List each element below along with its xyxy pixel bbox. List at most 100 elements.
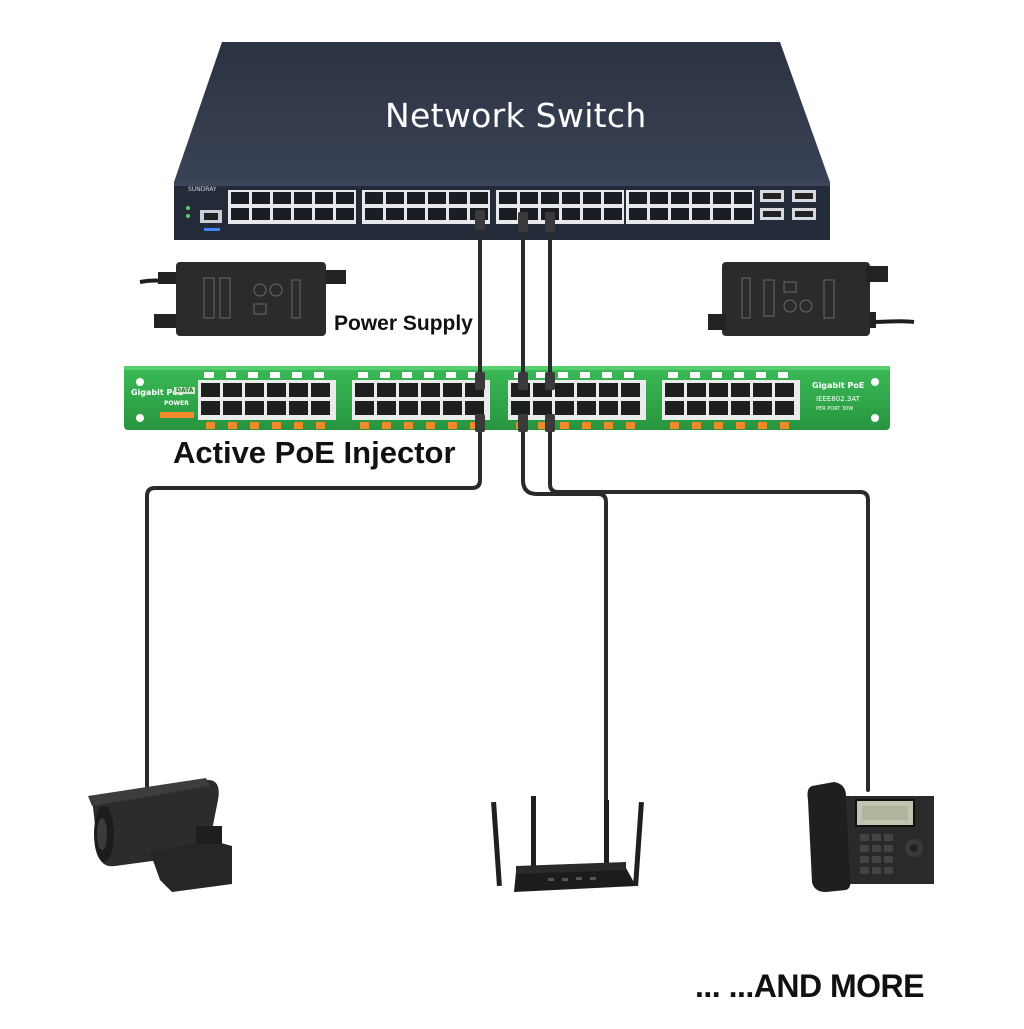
phone-keypad <box>860 834 893 874</box>
router-icon <box>491 796 644 892</box>
injector-per-port: PER PORT 30W <box>816 406 854 412</box>
switch-port <box>541 192 559 204</box>
switch-port-group <box>496 190 624 224</box>
injector-port <box>465 401 484 415</box>
switch-port <box>252 192 270 204</box>
injector-port <box>753 401 772 415</box>
switch-port <box>386 208 404 220</box>
switch-port <box>629 208 647 220</box>
injector-port <box>377 383 396 397</box>
sfp-ports <box>760 190 816 220</box>
power-supply-label: Power Supply <box>334 312 473 335</box>
injector-port <box>775 383 794 397</box>
phone-key <box>884 834 893 841</box>
injector-port <box>223 401 242 415</box>
injector-port <box>355 401 374 415</box>
injector-port <box>709 383 728 397</box>
injector-port <box>599 383 618 397</box>
injector-port <box>599 401 618 415</box>
injector-port <box>621 401 640 415</box>
switch-port <box>336 208 354 220</box>
switch-port <box>583 208 601 220</box>
switch-port <box>407 192 425 204</box>
phone-key <box>872 845 881 852</box>
injector-standard: IEEE802.3AT <box>816 395 860 403</box>
phone-key <box>860 845 869 852</box>
injector-port <box>245 383 264 397</box>
switch-port <box>604 208 622 220</box>
switch-port <box>428 208 446 220</box>
switch-port <box>671 208 689 220</box>
injector-port <box>555 383 574 397</box>
switch-port <box>692 208 710 220</box>
injector-port <box>533 401 552 415</box>
switch-port <box>520 192 538 204</box>
injector-port <box>377 401 396 415</box>
injector-port <box>665 401 684 415</box>
switch-port <box>407 208 425 220</box>
cable-connectors <box>475 210 555 432</box>
injector-port <box>577 401 596 415</box>
injector-port <box>223 383 242 397</box>
injector-port <box>267 383 286 397</box>
injector-port <box>687 383 706 397</box>
camera-icon <box>88 778 232 892</box>
injector-left-title: Gigabit PoE <box>131 388 184 397</box>
switch-port <box>365 208 383 220</box>
and-more-label: ... ...AND MORE <box>695 968 924 1004</box>
switch-port <box>315 208 333 220</box>
network-switch-label: Network Switch <box>385 96 647 135</box>
injector-port <box>311 383 330 397</box>
phone-key <box>884 856 893 863</box>
phone-key <box>872 867 881 874</box>
injector-port <box>399 383 418 397</box>
injector-port <box>709 401 728 415</box>
switch-port <box>252 208 270 220</box>
phone-key <box>884 845 893 852</box>
phone-key <box>872 834 881 841</box>
switch-port <box>273 208 291 220</box>
injector-port <box>267 401 286 415</box>
phone-key <box>872 856 881 863</box>
phone-key <box>860 867 869 874</box>
switch-port <box>604 192 622 204</box>
injector-port <box>443 401 462 415</box>
injector-port <box>665 383 684 397</box>
injector-port <box>753 383 772 397</box>
network-switch <box>174 42 830 240</box>
injector-port <box>775 401 794 415</box>
injector-port <box>201 401 220 415</box>
switch-port <box>734 208 752 220</box>
switch-port <box>629 192 647 204</box>
injector-port <box>555 401 574 415</box>
switch-port <box>428 192 446 204</box>
switch-port <box>336 192 354 204</box>
injector-port-group <box>198 372 336 429</box>
poe-injector-label: Active PoE Injector <box>173 435 456 470</box>
injector-port <box>201 383 220 397</box>
injector-port <box>443 383 462 397</box>
injector-port <box>731 401 750 415</box>
injector-port-group <box>662 372 800 429</box>
injector-port <box>289 383 308 397</box>
injector-port <box>421 401 440 415</box>
switch-port <box>583 192 601 204</box>
power-tag: POWER <box>164 400 189 407</box>
switch-brand: SUNDRAY <box>188 186 217 193</box>
switch-port <box>231 208 249 220</box>
switch-port-groups <box>228 190 754 224</box>
injector-port <box>399 401 418 415</box>
switch-port <box>562 192 580 204</box>
switch-port <box>734 192 752 204</box>
injector-port <box>311 401 330 415</box>
switch-port <box>713 192 731 204</box>
phone-key <box>860 856 869 863</box>
switch-port <box>365 192 383 204</box>
injector-port <box>731 383 750 397</box>
injector-port <box>621 383 640 397</box>
switch-port <box>499 208 517 220</box>
injector-port <box>421 383 440 397</box>
injector-port-groups <box>198 372 800 429</box>
